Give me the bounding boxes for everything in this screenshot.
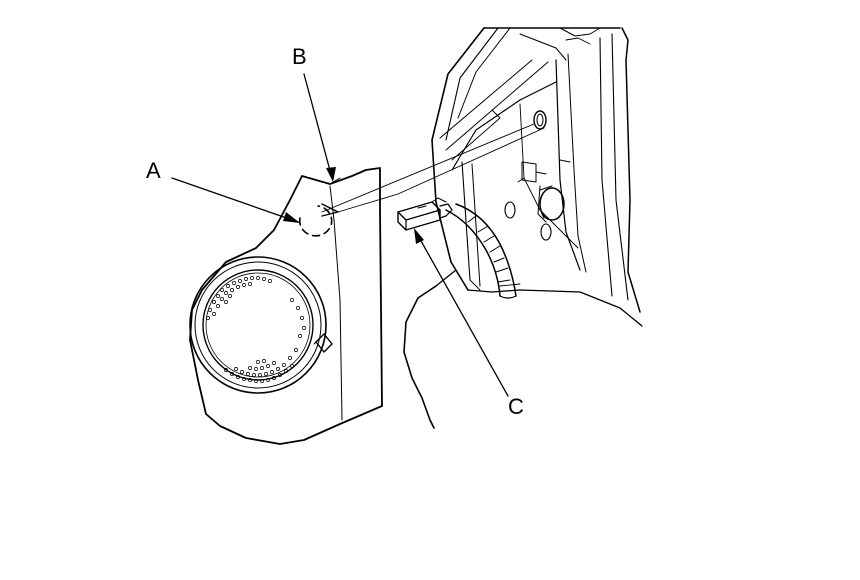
connector-c bbox=[397, 197, 453, 231]
door-inner-curve bbox=[403, 269, 457, 429]
callout-c: C bbox=[508, 394, 524, 419]
arrowhead-b bbox=[326, 167, 336, 182]
speaker-grille bbox=[189, 256, 327, 394]
alignment-lines bbox=[321, 123, 545, 213]
arrowhead-a bbox=[283, 212, 300, 223]
door-frame bbox=[431, 27, 643, 327]
arrowhead-c bbox=[414, 228, 424, 244]
leader-lines bbox=[171, 73, 509, 397]
grille-perforations-bottom bbox=[224, 348, 298, 383]
speaker-panel bbox=[189, 167, 383, 445]
panel-tab bbox=[313, 333, 333, 353]
callout-b: B bbox=[292, 44, 307, 69]
callout-a: A bbox=[146, 158, 161, 183]
wire-harness bbox=[445, 203, 517, 299]
grille-perforations-top bbox=[206, 276, 306, 338]
arrowheads bbox=[283, 167, 424, 244]
